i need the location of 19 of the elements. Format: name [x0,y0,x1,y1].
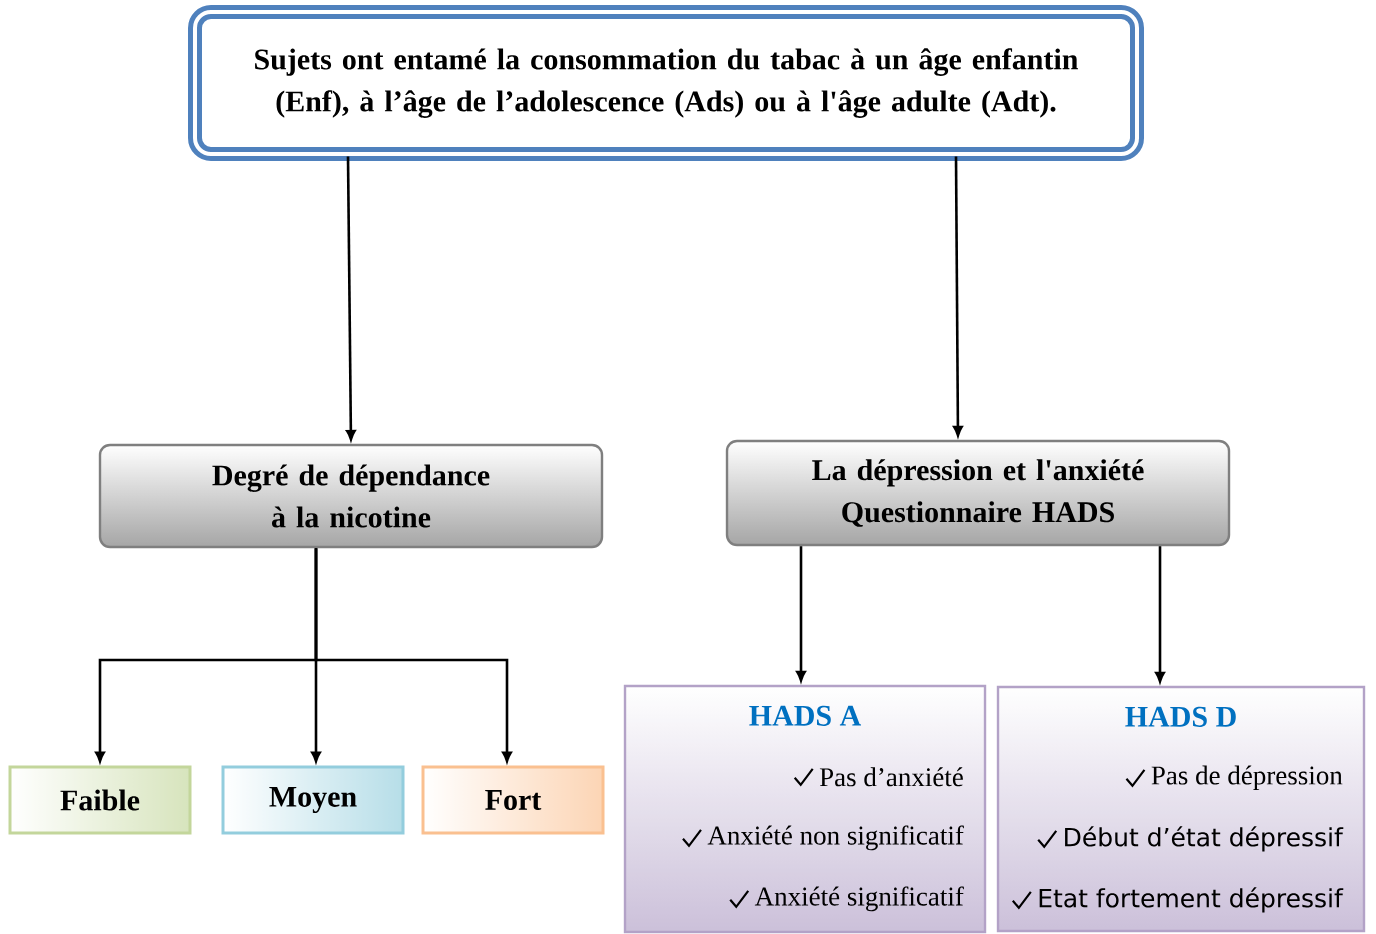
arrow [1155,546,1165,683]
list-item: Pas de dépression [1151,765,1343,791]
arrow [314,548,512,763]
category-box: La dépression et l'anxiété Questionnaire HADS [725,439,1231,547]
list-item: Etat fortement dépressif [1039,887,1344,913]
arrow [346,156,356,441]
level-box: Moyen [221,765,405,835]
box-heading: HADS D [1125,706,1236,727]
list-item: Début d’état dépressif [1065,826,1344,852]
arrow [953,156,963,437]
arrow [796,546,806,682]
level-box: Fort [421,765,605,835]
title-box: Sujets ont entamé la consommation du tabac à un âge enfantin (Enf), à l’âge de l’adolescence (Ads) ou à l'âge adulte (Adt). [188,5,1144,161]
category-box: Degré de dépendance à la nicotine [98,443,604,549]
list-item: Anxiété non significatif [707,825,964,851]
level-box: Faible [8,765,192,835]
list-item: Pas d’anxiété [819,767,963,787]
box-heading: HADS A [749,705,861,726]
list-item: Anxiété significatif [754,886,964,912]
